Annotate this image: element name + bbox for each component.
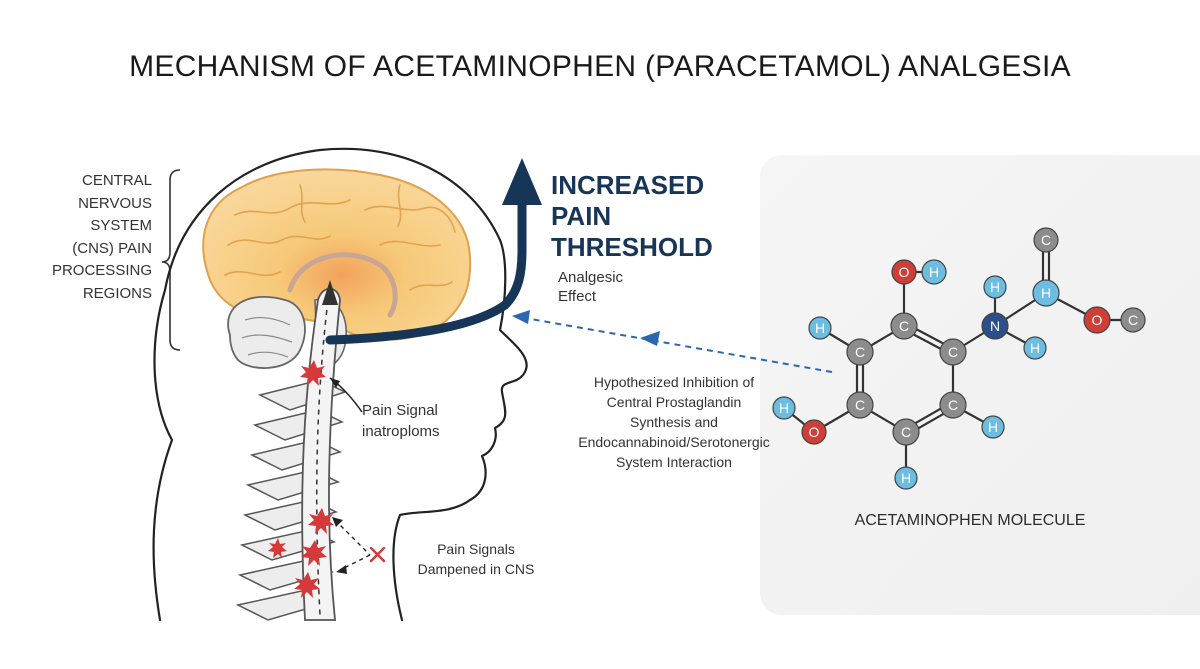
svg-text:C: C: [899, 318, 909, 334]
cerebellum: [227, 296, 306, 369]
pain-star-4: [294, 572, 320, 598]
pain-signal-pointer-head: [330, 378, 340, 388]
page-title: MECHANISM OF ACETAMINOPHEN (PARACETAMOL)…: [129, 50, 1071, 83]
threshold-arrowhead: [502, 158, 542, 205]
acetaminophen-molecule: O H C C C C C C H H O H H N H H C O C H: [772, 227, 1146, 490]
svg-text:H: H: [901, 470, 911, 486]
block-x-icon: [369, 546, 386, 563]
pain-star-2: [268, 538, 287, 558]
atom-c-4: C: [939, 338, 967, 366]
atom-o-0: O: [891, 259, 917, 285]
brain-folds: [224, 184, 456, 291]
atom-c-7: C: [892, 418, 920, 446]
atom-c-3: C: [846, 338, 874, 366]
svg-text:H: H: [1030, 340, 1040, 356]
pain-star-1: [308, 508, 334, 534]
atom-c-2: C: [890, 312, 918, 340]
analgesic-effect-label: Analgesic Effect: [558, 269, 624, 305]
svg-text:C: C: [1041, 232, 1051, 248]
corpus-callosum: [287, 252, 398, 318]
svg-text:C: C: [948, 397, 958, 413]
cns-bracket: [161, 169, 181, 351]
cerebellum-folds: [241, 316, 293, 358]
head-outline: [152, 147, 528, 622]
svg-text:H: H: [929, 264, 939, 280]
svg-text:H: H: [990, 279, 1000, 295]
spinal-center-dash: [315, 299, 329, 616]
svg-text:O: O: [899, 264, 910, 280]
pain-stars: [268, 360, 334, 598]
svg-text:H: H: [988, 419, 998, 435]
cns-label: CENTRAL NERVOUS SYSTEM (CNS) PAIN PROCES…: [51, 172, 152, 302]
pain-star-3: [301, 540, 327, 566]
pain-signals-dampened-label: Pain Signals Dampened in CNS: [417, 541, 535, 577]
atom-h-9: H: [981, 415, 1005, 439]
mechanism-dashed-arrow: [524, 317, 833, 373]
atom-h-11: H: [772, 396, 796, 420]
atom-h-1: H: [921, 259, 947, 285]
atom-c-5: C: [846, 391, 874, 419]
molecule-caption: ACETAMINOPHEN MOLECULE: [854, 512, 1086, 529]
svg-text:H: H: [815, 320, 825, 336]
svg-text:O: O: [1092, 312, 1103, 328]
mechanism-arrowhead-left: [512, 310, 530, 324]
atom-h-8: H: [808, 316, 832, 340]
svg-text:H: H: [779, 400, 789, 416]
svg-text:O: O: [809, 424, 820, 440]
svg-text:C: C: [855, 344, 865, 360]
molecule-panel: [760, 155, 1200, 615]
svg-text:C: C: [901, 424, 911, 440]
threshold-label: INCREASED PAIN THRESHOLD: [551, 170, 713, 262]
svg-text:C: C: [855, 397, 865, 413]
atom-n-13: N: [981, 312, 1009, 340]
atom-h-15: H: [1032, 279, 1060, 307]
mechanism-label: Hypothesized Inhibition of Central Prost…: [578, 374, 770, 470]
mechanism-arrowhead-mid: [640, 331, 660, 346]
threshold-curve: [325, 200, 527, 345]
svg-text:C: C: [948, 344, 958, 360]
atom-c-16: C: [1033, 227, 1059, 253]
atom-o-17: O: [1083, 306, 1111, 334]
atom-h-14: H: [1023, 336, 1047, 360]
atom-h-12: H: [983, 275, 1007, 299]
svg-text:H: H: [1041, 285, 1051, 301]
svg-text:C: C: [1128, 312, 1138, 328]
atom-o-10: O: [801, 419, 827, 445]
atom-c-6: C: [939, 391, 967, 419]
pain-star-upper: [300, 360, 326, 386]
svg-text:N: N: [990, 318, 1000, 334]
dampened-arrowhead-1: [332, 517, 343, 527]
dampened-arrows: [334, 519, 371, 571]
dampened-arrowhead-2: [336, 565, 347, 574]
pain-signal-label: Pain Signal inatroploms: [362, 402, 440, 440]
cord-arrowhead: [322, 280, 338, 305]
atom-h-19: H: [894, 466, 918, 490]
atom-c-18: C: [1120, 307, 1146, 333]
